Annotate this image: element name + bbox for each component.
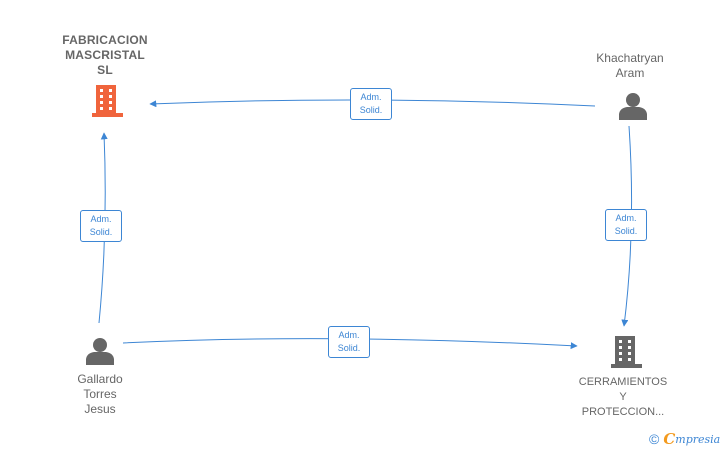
brand-initial: C bbox=[663, 430, 676, 448]
person-icon bbox=[86, 338, 114, 365]
node-label-khachatryan[interactable]: Khachatryan Aram bbox=[596, 51, 664, 80]
edge-label: Adm. Solid. bbox=[328, 326, 370, 358]
person-icon bbox=[619, 93, 647, 120]
node-label-fabricacion[interactable]: FABRICACION MASCRISTAL SL bbox=[62, 33, 148, 77]
edge-label: Adm. Solid. bbox=[350, 88, 392, 120]
node-label-gallardo[interactable]: Gallardo Torres Jesus bbox=[77, 372, 123, 416]
copyright-icon: © bbox=[649, 431, 660, 447]
brand-name: mpresia bbox=[675, 432, 721, 446]
building-icon bbox=[611, 336, 642, 368]
node-label-cerramientos[interactable]: CERRAMIENTOS Y PROTECCION... bbox=[578, 376, 668, 418]
edge-label: Adm. Solid. bbox=[80, 210, 122, 242]
edge-label: Adm. Solid. bbox=[605, 209, 647, 241]
building-icon bbox=[92, 85, 123, 117]
empresia-logo[interactable]: © C mpresia bbox=[649, 430, 720, 448]
